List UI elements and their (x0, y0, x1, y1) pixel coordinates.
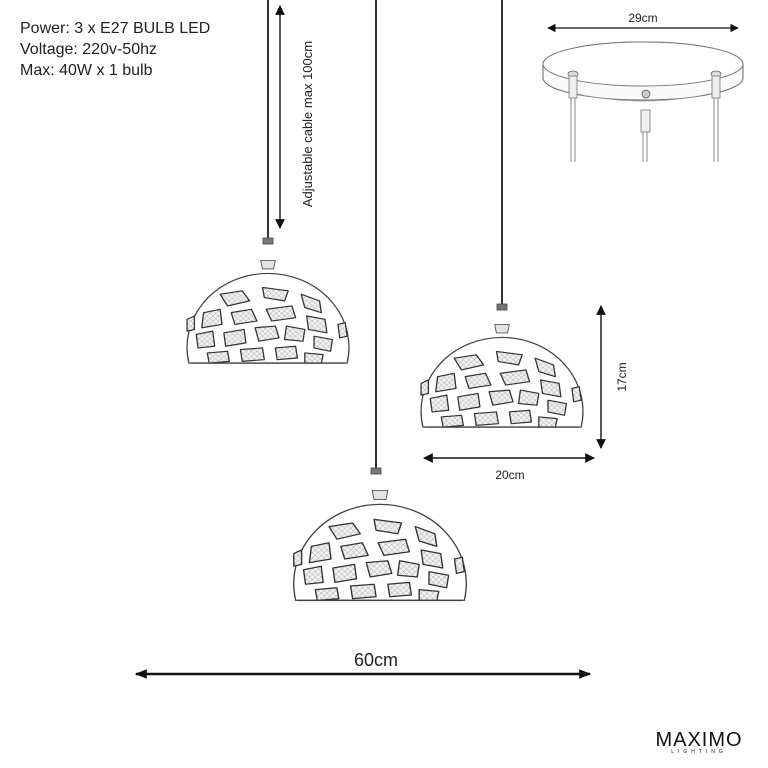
shade-width-label: 20cm (495, 468, 524, 482)
canopy-width-label: 29cm (628, 11, 657, 25)
canopy-detail: 29cm (542, 11, 744, 162)
brand-tagline: LIGHTING (671, 749, 727, 755)
brand-logo: MAXIMO LIGHTING (646, 729, 752, 755)
spec-max-wattage: Max: 40W x 1 bulb (20, 62, 153, 79)
overall-width-label: 60cm (354, 650, 398, 670)
spec-power: Power: 3 x E27 BULB LED (20, 20, 211, 37)
spec-voltage: Voltage: 220v-50hz (20, 41, 157, 58)
cable-length-label: Adjustable cable max 100cm (300, 41, 315, 207)
specifications: Power: 3 x E27 BULB LED Voltage: 220v-50… (20, 18, 210, 81)
brand-name: MAXIMO (655, 729, 743, 751)
shade-height-label: 17cm (615, 362, 629, 391)
